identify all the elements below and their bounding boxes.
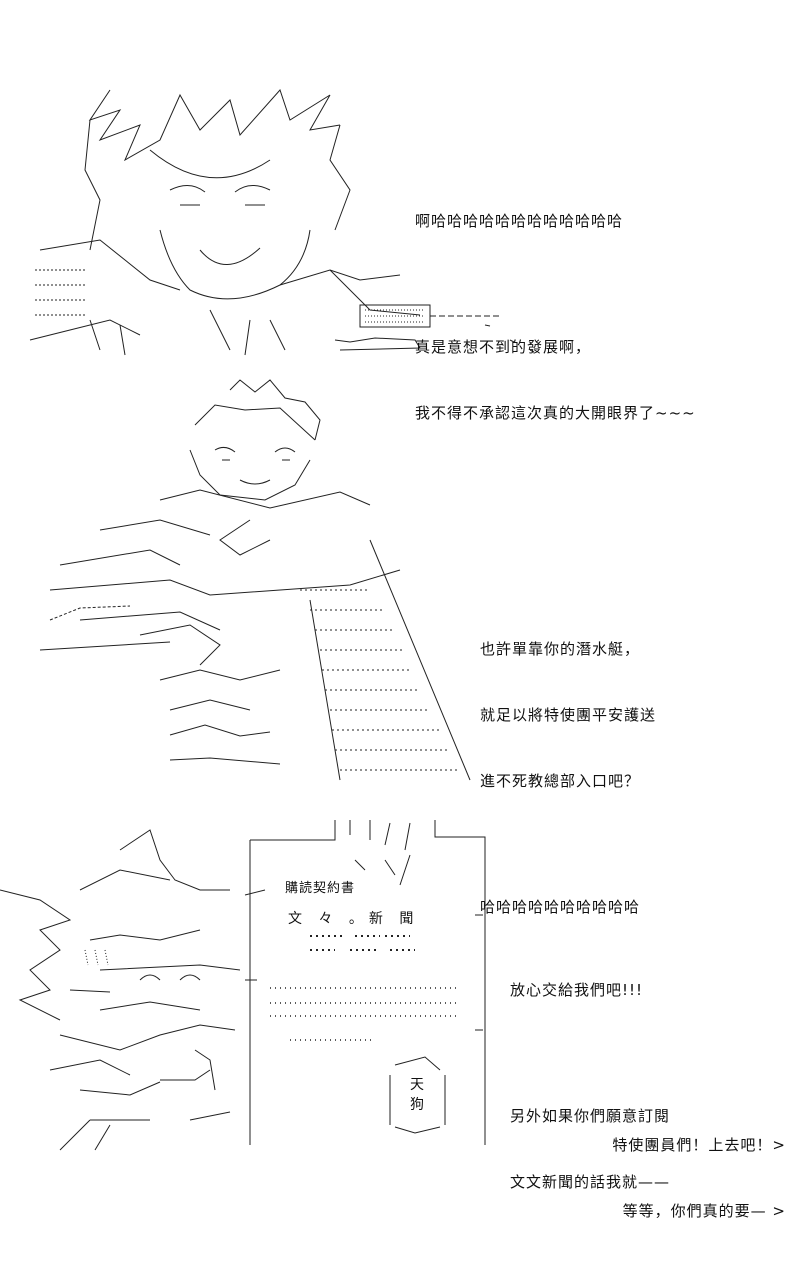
reporter-character-art — [0, 829, 241, 1151]
footer-speech: 特使團員們！上去吧！> 等等，你們真的要— > — [612, 1090, 786, 1266]
speech-line: 放心交給我們吧!!! — [510, 981, 644, 999]
speech-line: 我不得不承認這次真的大開眼界了~~~ — [415, 404, 696, 422]
tengu-seal-bottom: 狗 — [410, 1097, 424, 1113]
speech-line: 進不死教總部入口吧？ — [480, 772, 641, 790]
footer-line: 特使團員們！上去吧！> — [612, 1136, 786, 1154]
panel-2: 也許單靠你的潛水艇， 就足以將特使團平安護送 進不死教總部入口吧？ 哈哈哈哈哈哈… — [0, 379, 800, 916]
footer-line: 等等，你們真的要— > — [622, 1202, 786, 1220]
panel-1: 啊哈哈哈哈哈哈哈哈哈哈哈哈 真是意想不到的發展啊， 我不得不承認這次真的大開眼界… — [0, 0, 800, 422]
speech-line: 哈哈哈哈哈哈哈哈哈哈 — [480, 898, 641, 916]
speech-text: 也許單靠你的潛水艇， 就足以將特使團平安護送 進不死教總部入口吧？ 哈哈哈哈哈哈… — [480, 594, 656, 962]
speech-line: 另外如果你們願意訂閱 — [510, 1107, 671, 1125]
tengu-seal-top: 天 — [410, 1077, 424, 1093]
speech-line: 真是意想不到的發展啊， — [415, 338, 592, 356]
speech-line: 啊哈哈哈哈哈哈哈哈哈哈哈哈 — [415, 212, 624, 230]
shooting-star-character-art — [29, 89, 535, 356]
speech-text: 啊哈哈哈哈哈哈哈哈哈哈哈哈 真是意想不到的發展啊， 我不得不承認這次真的大開眼界… — [415, 166, 696, 468]
speech-text: 放心交給我們吧!!! 另外如果你們願意訂閱 文文新聞的話我就—— — [510, 935, 670, 1237]
contract-fine-print — [270, 935, 460, 1041]
contract-title: 購読契約書 — [285, 881, 356, 896]
speech-line: 就足以將特使團平安護送 — [480, 706, 657, 724]
speech-line: 也許單靠你的潛水艇， — [480, 640, 641, 658]
speech-line: 文文新聞的話我就—— — [510, 1173, 671, 1191]
cloaked-character-art — [39, 379, 471, 781]
panel-3: 購読契約書 文 々 。新 聞 天 狗 放心交給我們吧!!! 另外如果你們願意訂閱… — [0, 800, 800, 1220]
subscription-contract-paper — [244, 820, 486, 1145]
newspaper-name: 文 々 。新 聞 — [288, 911, 420, 927]
